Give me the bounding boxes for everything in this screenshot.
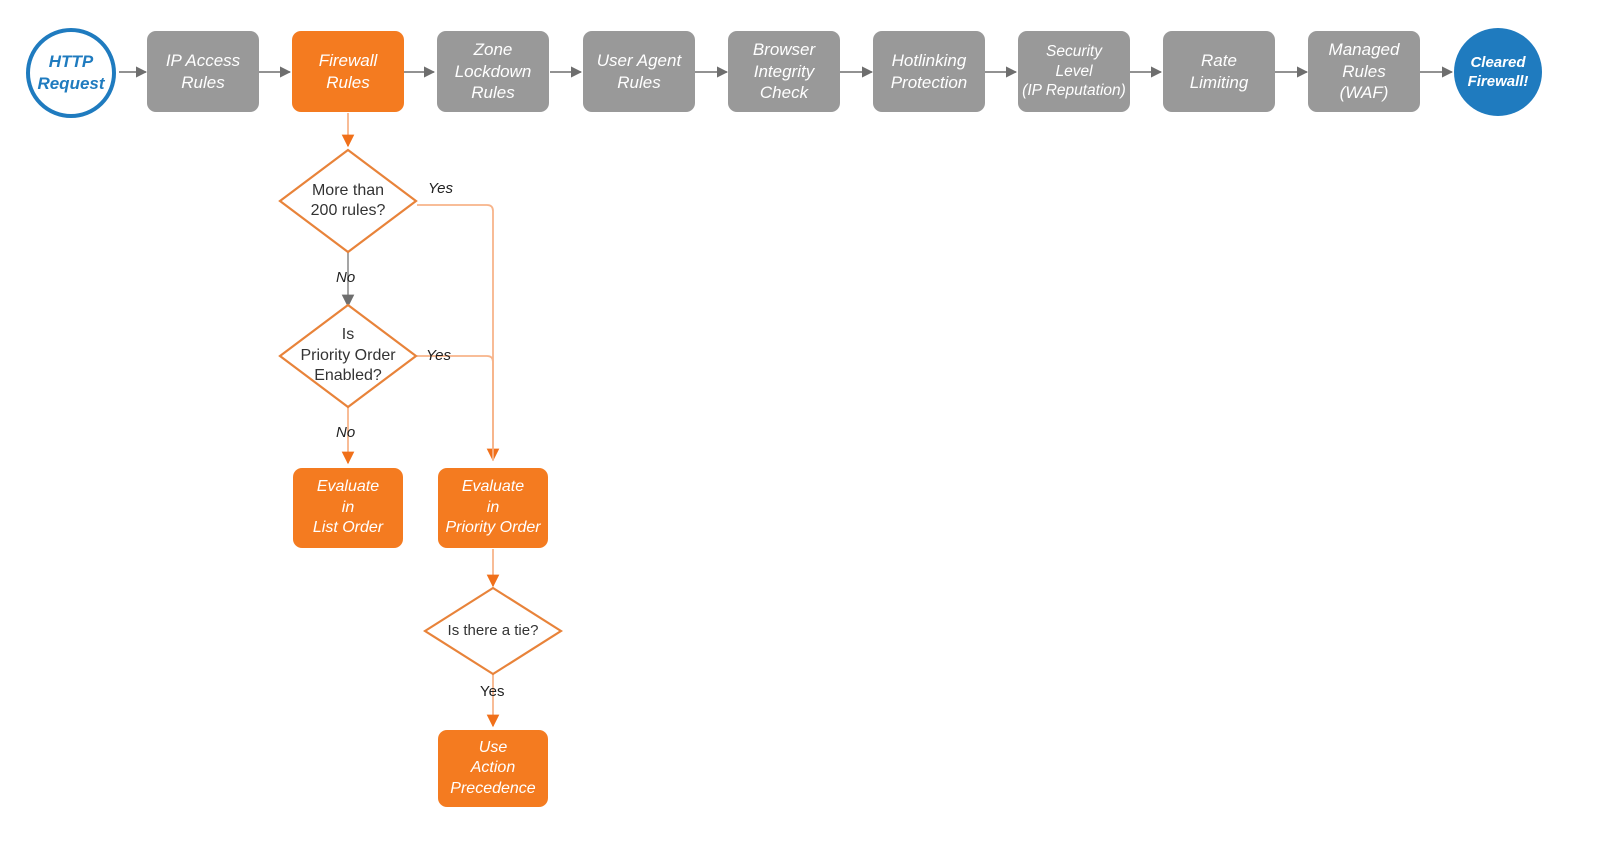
node-managed-rules-waf[interactable]: Managed Rules (WAF) — [1308, 31, 1420, 112]
edge-label-tie-yes: Yes — [480, 683, 505, 700]
node-hotlinking-protection[interactable]: Hotlinking Protection — [873, 31, 985, 112]
diamond-shape — [423, 586, 563, 676]
node-cleared-firewall[interactable]: Cleared Firewall! — [1454, 28, 1542, 116]
node-label: IP Access Rules — [165, 50, 241, 92]
node-zone-lockdown-rules[interactable]: Zone Lockdown Rules — [437, 31, 549, 112]
node-evaluate-in-priority-order[interactable]: Evaluate in Priority Order — [438, 468, 548, 548]
node-label: Browser Integrity Check — [752, 39, 816, 103]
node-label: Firewall Rules — [318, 50, 378, 92]
edge-label-more-than-200-yes: Yes — [428, 180, 454, 197]
node-label: Use Action Precedence — [450, 738, 536, 797]
decision-label: Is there a tie? — [447, 622, 539, 640]
node-label: User Agent Rules — [596, 50, 682, 92]
node-user-agent-rules[interactable]: User Agent Rules — [583, 31, 695, 112]
node-label: Managed Rules (WAF) — [1328, 39, 1400, 103]
node-label: Hotlinking Protection — [890, 50, 968, 92]
node-http-request[interactable]: HTTP Request — [26, 28, 116, 118]
node-label: Rate Limiting — [1189, 50, 1249, 92]
node-evaluate-in-list-order[interactable]: Evaluate in List Order — [293, 468, 403, 548]
decision-is-priority-order-enabled[interactable]: Is Priority Order Enabled? — [278, 303, 418, 409]
edge-label-more-than-200-no: No — [336, 269, 356, 286]
node-use-action-precedence[interactable]: Use Action Precedence — [438, 730, 548, 807]
diamond-shape — [278, 303, 418, 409]
node-firewall-rules[interactable]: Firewall Rules — [292, 31, 404, 112]
node-browser-integrity-check[interactable]: Browser Integrity Check — [728, 31, 840, 112]
edge-label-priority-order-no: No — [336, 424, 356, 441]
node-label: Evaluate in List Order — [312, 478, 384, 537]
node-label: Security Level (IP Reputation) — [1022, 42, 1126, 100]
node-label: HTTP Request — [37, 52, 105, 93]
node-label: Zone Lockdown Rules — [454, 39, 532, 103]
diamond-shape — [278, 148, 418, 254]
node-ip-access-rules[interactable]: IP Access Rules — [147, 31, 259, 112]
node-label: Evaluate in Priority Order — [445, 478, 541, 537]
edge-label-priority-order-yes: Yes — [426, 347, 452, 364]
node-rate-limiting[interactable]: Rate Limiting — [1163, 31, 1275, 112]
node-label: Cleared Firewall! — [1467, 53, 1529, 90]
decision-label: Is Priority Order Enabled? — [300, 326, 396, 385]
node-security-level[interactable]: Security Level (IP Reputation) — [1018, 31, 1130, 112]
decision-more-than-200-rules[interactable]: More than 200 rules? — [278, 148, 418, 254]
decision-label: More than 200 rules? — [310, 181, 386, 219]
decision-is-there-a-tie[interactable]: Is there a tie? — [423, 586, 563, 676]
